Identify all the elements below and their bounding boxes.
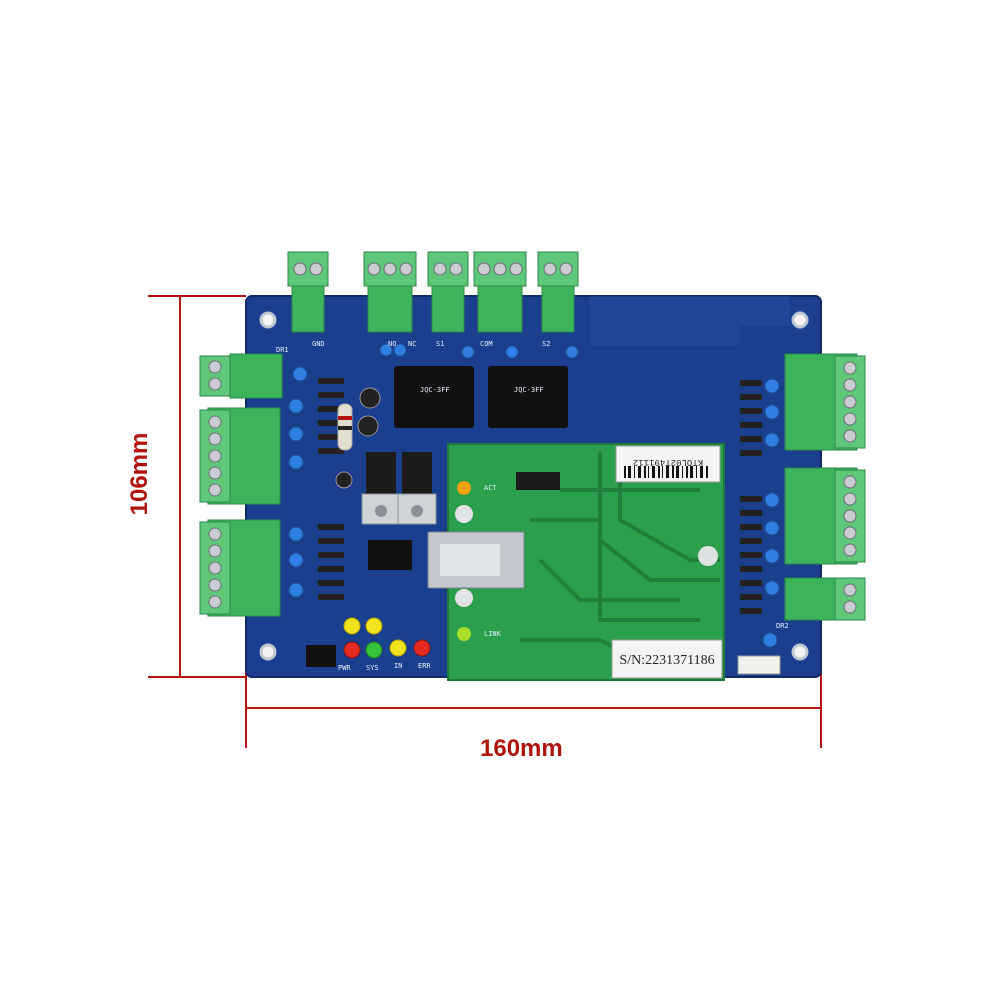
electrolytic-capacitors (335, 387, 381, 489)
width-dimension-label: 160mm (480, 735, 563, 762)
smd-components (306, 378, 762, 667)
label-dr1: DR1 (276, 346, 289, 354)
label-s1: S1 (436, 340, 444, 348)
label-link: LINK (484, 630, 502, 638)
svg-text:JQC-3FF: JQC-3FF (420, 386, 450, 394)
ceramic-capacitors (288, 343, 780, 648)
relays: JQC-3FF JQC-3FF (394, 366, 568, 428)
label-dr2: DR2 (776, 622, 789, 630)
label-err: ERR (418, 662, 431, 670)
label-s2: S2 (542, 340, 550, 348)
label-in: IN (394, 662, 402, 670)
label-no: NO (388, 340, 396, 348)
serial-number-text: S/N:2231371186 (619, 653, 714, 668)
right-terminal-blocks (784, 353, 866, 621)
label-act: ACT (484, 484, 497, 492)
mounting-holes (259, 311, 809, 661)
svg-text:JQC-3FF: JQC-3FF (514, 386, 544, 394)
label-sys: SYS (366, 664, 379, 672)
model-sticker-text: KTOL02T491112 (633, 457, 703, 467)
label-com: COM (480, 340, 493, 348)
voltage-regulators (361, 452, 437, 525)
label-gnd: GND (312, 340, 325, 348)
left-terminal-blocks (199, 353, 283, 617)
label-pwr: PWR (338, 664, 351, 672)
white-connector (737, 655, 781, 675)
label-nc: NC (408, 340, 416, 348)
serial-sticker (611, 639, 723, 679)
status-leds (343, 617, 431, 659)
